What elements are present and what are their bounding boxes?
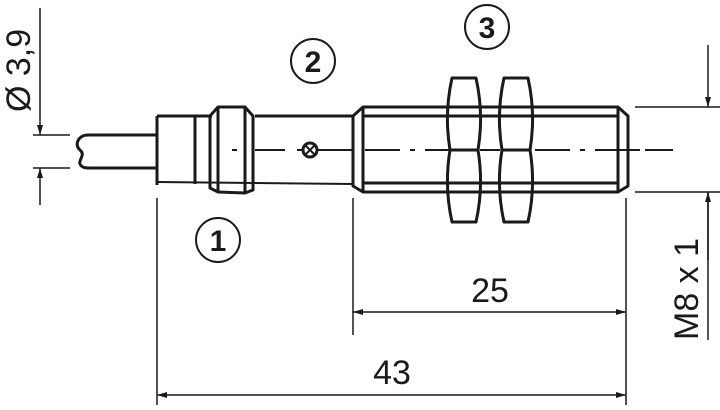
mounting-nuts — [445, 76, 535, 224]
svg-text:3: 3 — [479, 12, 496, 45]
svg-text:2: 2 — [305, 46, 322, 79]
thread-dimension: M8 x 1 — [635, 45, 720, 340]
thread-length-dimension: 25 — [353, 272, 626, 315]
led-indicator-icon — [301, 141, 319, 159]
svg-text:1: 1 — [210, 225, 227, 258]
cable — [75, 133, 157, 170]
total-length-dimension: 43 — [157, 354, 626, 398]
thread-label: M8 x 1 — [668, 238, 706, 340]
cable-diameter-dimension: Ø 3,9 — [0, 8, 70, 205]
total-length-label: 43 — [373, 354, 411, 392]
sensor-body — [155, 105, 630, 195]
callout-1: 1 — [195, 217, 241, 263]
thread-length-label: 25 — [471, 272, 509, 310]
callout-2: 2 — [290, 38, 336, 84]
callout-3: 3 — [464, 4, 510, 50]
cable-diameter-label: Ø 3,9 — [0, 29, 38, 112]
